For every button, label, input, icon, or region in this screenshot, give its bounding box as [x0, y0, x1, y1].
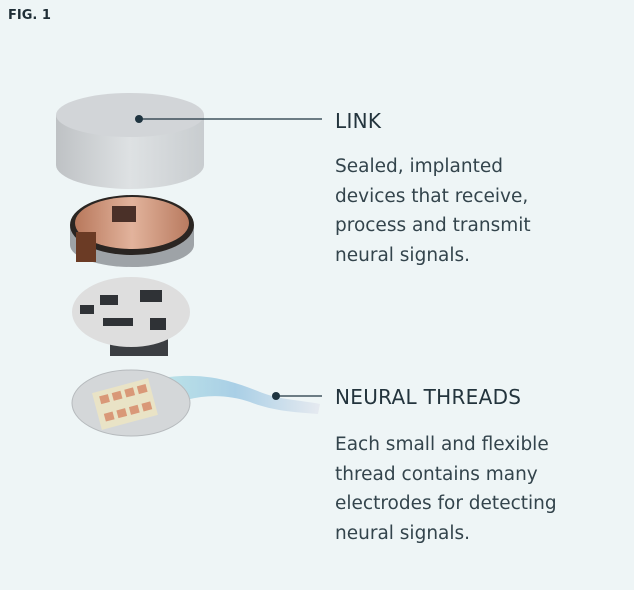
- threads-description-line: electrodes for detecting: [335, 493, 557, 514]
- link-description: Sealed, implanted devices that receive, …: [335, 152, 531, 270]
- battery-coil: [70, 195, 194, 267]
- link-description-line: neural signals.: [335, 244, 471, 266]
- threads-description-line: thread contains many: [335, 463, 538, 485]
- circuit-board: [72, 277, 190, 356]
- neural-threads-description: Each small and flexible thread contains …: [335, 430, 557, 548]
- link-description-line: process and transmit: [335, 215, 531, 236]
- threads-description-line: neural signals.: [335, 522, 471, 544]
- neural-threads-array: [71, 369, 320, 437]
- threads-description-line: Each small and flexible: [335, 434, 549, 455]
- link-description-line: devices that receive,: [335, 185, 529, 207]
- link-callout-line: [135, 115, 322, 123]
- threads-callout-line: [272, 392, 322, 400]
- link-description-line: Sealed, implanted: [335, 156, 503, 177]
- figure-label: FIG. 1: [8, 8, 51, 23]
- link-title: LINK: [335, 109, 382, 133]
- link-enclosure-cap: [56, 93, 204, 189]
- neural-threads-title: NEURAL THREADS: [335, 385, 522, 409]
